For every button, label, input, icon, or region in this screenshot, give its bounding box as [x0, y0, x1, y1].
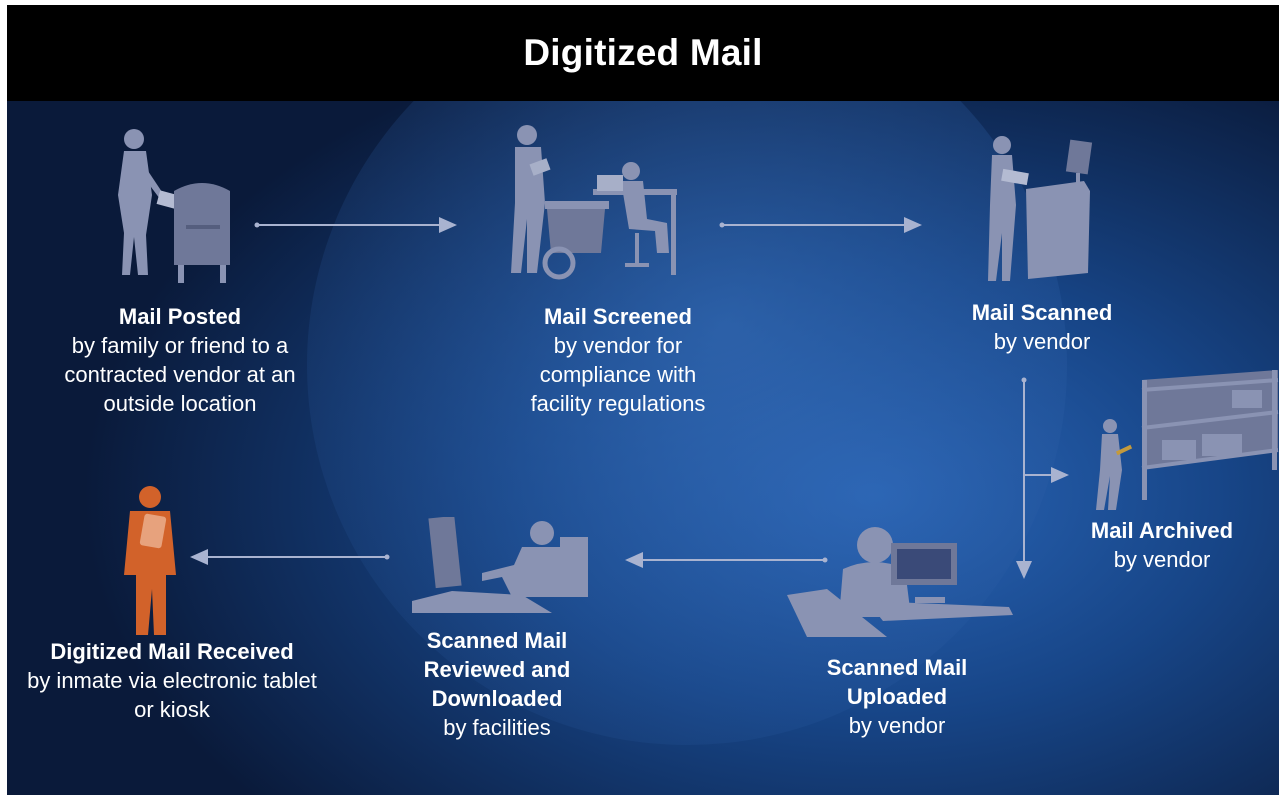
step-mail-uploaded: Scanned Mail Uploaded by vendor: [807, 653, 987, 740]
diagram-frame: Digitized Mail: [7, 5, 1279, 795]
step-mail-received: Digitized Mail Received by inmate via el…: [27, 637, 317, 724]
step-description: by vendor: [1113, 547, 1211, 572]
step-title: Scanned Mail Reviewed and Downloaded: [423, 628, 571, 711]
step-description: by family or friend to a contracted vend…: [64, 333, 296, 416]
step-description: by vendor: [993, 329, 1091, 354]
step-mail-screened: Mail Screened by vendor for compliance w…: [513, 302, 723, 418]
facility-computer-icon: [412, 517, 588, 613]
inmate-tablet-icon: [124, 486, 176, 635]
step-mail-archived: Mail Archived by vendor: [1072, 516, 1252, 574]
step-title: Digitized Mail Received: [50, 639, 294, 664]
step-title: Mail Posted: [118, 304, 242, 329]
flow-arrows: [190, 217, 1069, 579]
computer-operator-icon: [787, 527, 1013, 637]
step-description: by vendor: [848, 713, 946, 738]
diagram-title: Digitized Mail: [523, 32, 763, 73]
header-bar: Digitized Mail: [7, 5, 1279, 101]
step-mail-posted: Mail Posted by family or friend to a con…: [55, 302, 305, 418]
person-mailbox-icon: [118, 129, 230, 283]
screening-workers-icon: [511, 125, 677, 280]
step-description: by inmate via electronic tablet or kiosk: [27, 668, 317, 722]
step-title: Mail Screened: [544, 304, 692, 329]
warehouse-shelves-icon: [1096, 370, 1279, 510]
step-mail-reviewed: Scanned Mail Reviewed and Downloaded by …: [407, 626, 587, 742]
scanner-operator-icon: [988, 136, 1093, 281]
step-description: by facilities: [443, 715, 551, 740]
step-mail-scanned: Mail Scanned by vendor: [952, 298, 1132, 356]
step-title: Scanned Mail Uploaded: [826, 655, 968, 709]
step-description: by vendor for compliance with facility r…: [530, 333, 706, 416]
step-title: Mail Scanned: [971, 300, 1113, 325]
step-title: Mail Archived: [1090, 518, 1234, 543]
